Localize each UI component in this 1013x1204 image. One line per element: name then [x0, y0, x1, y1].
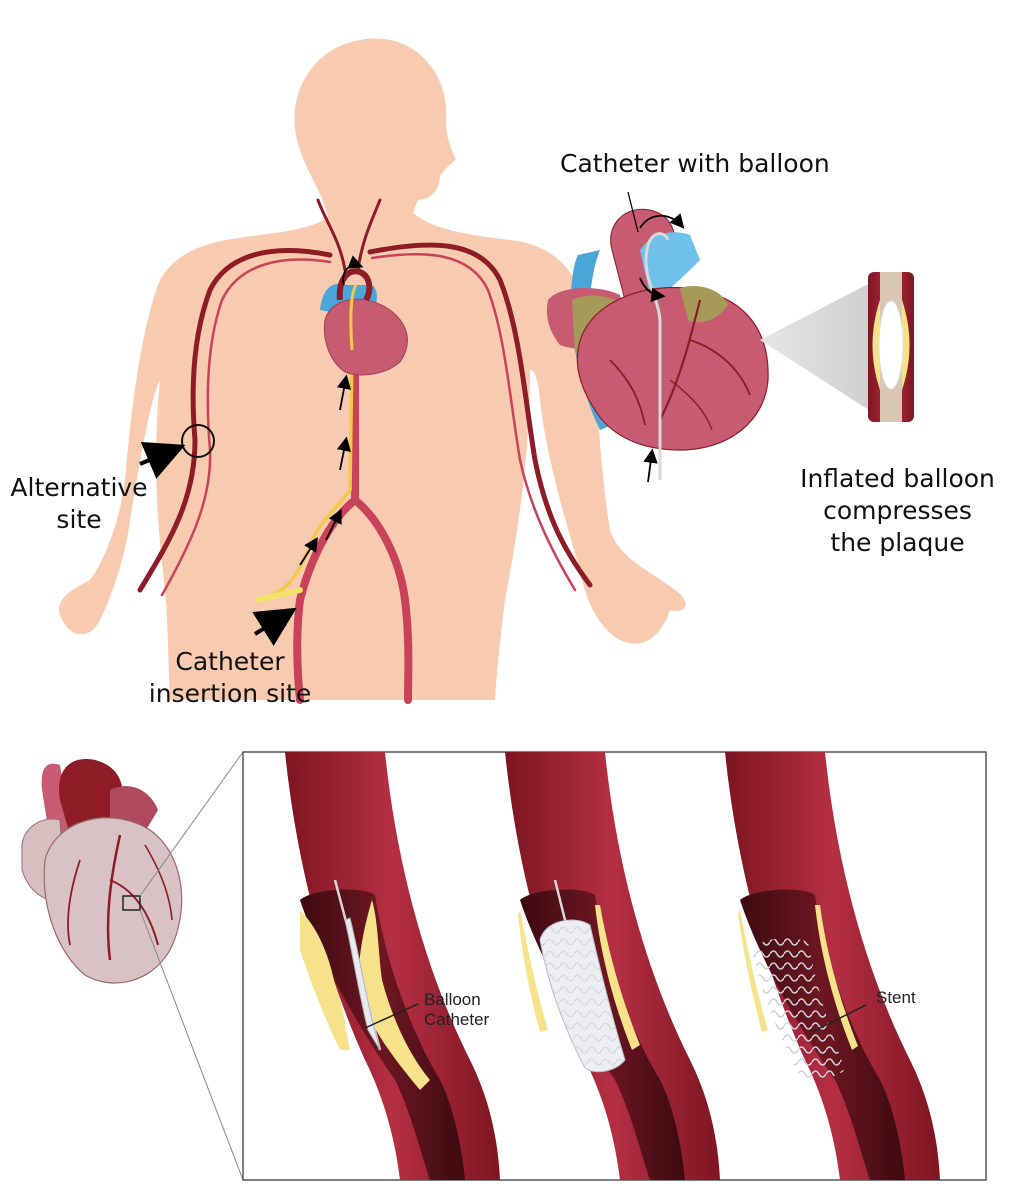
- large-heart-pulmonary: [640, 232, 700, 295]
- flow-arrow: [336, 436, 351, 471]
- bottom-heart-coronary-3: [67, 859, 81, 946]
- catheter-entry: [255, 587, 303, 603]
- label-catheter-with-balloon: Catheter with balloon: [560, 149, 830, 178]
- large-heart-coronary-1: [659, 299, 702, 421]
- label-alternative-site-line1: Alternative: [10, 473, 148, 502]
- flow-arrows: [299, 255, 364, 566]
- label-alternative-site: Alternative site: [4, 472, 154, 536]
- torso: [59, 210, 686, 700]
- label-stent: Stent: [876, 988, 916, 1007]
- balloon-vessel: [868, 272, 914, 422]
- label-insertion-site-line1: Catheter: [175, 647, 285, 676]
- label-inflated-line3: the plaque: [830, 528, 965, 557]
- zoom-cone: [760, 282, 872, 412]
- large-heart-coronary-4: [669, 379, 713, 431]
- head: [294, 38, 456, 230]
- label-inflated-line1: Inflated balloon: [800, 464, 995, 493]
- large-heart-up-arrow: [643, 448, 658, 483]
- right-arm-artery: [367, 242, 593, 588]
- label-balloon-catheter-line1: Balloon: [424, 990, 481, 1009]
- bottom-heart-shape: [43, 817, 183, 984]
- balloon-catheter-pointer: [364, 1003, 419, 1029]
- body-catheter-loop: [349, 284, 358, 351]
- vessel-stage-balloon-catheter: [285, 752, 500, 1180]
- catheter-label-pointer: [627, 191, 639, 233]
- balloon-plaque-right: [902, 300, 910, 390]
- inflated-balloon: [878, 300, 904, 390]
- label-balloon-catheter: Balloon Catheter: [424, 990, 489, 1030]
- label-catheter-insertion-site: Catheter insertion site: [130, 646, 330, 710]
- large-heart-rotation-arrow: [639, 213, 685, 229]
- balloon-plaque-left: [872, 300, 880, 390]
- bottom-heart-coronary-4: [144, 844, 173, 921]
- vessel-plaque: [518, 910, 548, 1032]
- large-heart-coronary-2: [689, 339, 751, 396]
- body-heart: [320, 268, 408, 376]
- deflated-balloon: [344, 917, 381, 1051]
- arch-arrow: [342, 255, 364, 286]
- vessel-plaque: [300, 910, 350, 1050]
- body-silhouette: [59, 38, 686, 700]
- vessel-wall: [285, 752, 500, 1180]
- large-heart-coronary-3: [609, 359, 646, 426]
- label-balloon-catheter-line2: Catheter: [424, 1010, 490, 1029]
- large-heart-inner-arrow: [639, 277, 666, 303]
- vessel-wall: [725, 752, 940, 1180]
- insertion-site-arrow: [252, 607, 297, 646]
- neck-artery-left: [316, 198, 347, 272]
- bottom-heart-aorta: [59, 759, 123, 835]
- flow-arrow: [325, 508, 342, 541]
- stent-pointer: [811, 1004, 867, 1033]
- body-heart-shape: [323, 298, 408, 376]
- large-heart-fat-right: [680, 285, 728, 323]
- flow-arrow: [299, 536, 318, 566]
- large-heart-catheter: [644, 232, 670, 480]
- left-arm-vein: [160, 258, 332, 597]
- vessel-plaque: [595, 905, 640, 1050]
- vessel-stage-stent: [725, 752, 940, 1180]
- expanded-stent: [752, 938, 845, 1080]
- zoom-line-bottom: [139, 909, 244, 1181]
- body-aortic-arch: [336, 268, 373, 302]
- label-alternative-site-line2: site: [56, 505, 102, 534]
- flow-arrow: [336, 374, 352, 411]
- zoom-line-top: [139, 751, 244, 897]
- bottom-heart: [21, 759, 183, 984]
- inflated-balloon-mesh: [540, 920, 625, 1072]
- right-arm-vein: [370, 253, 577, 592]
- label-inflated-balloon: Inflated balloon compresses the plaque: [790, 463, 1005, 559]
- large-heart: [546, 191, 769, 483]
- alternative-site-circle: [181, 424, 215, 458]
- vessel-plaque: [738, 910, 768, 1032]
- vessel-stage-inflated: [505, 752, 720, 1180]
- vessel-plaque: [358, 900, 430, 1090]
- alternative-site-arrow: [139, 441, 186, 479]
- label-insertion-site-line2: insertion site: [148, 679, 312, 708]
- bottom-heart-coronary-1: [106, 834, 122, 961]
- zoom-region-box: [122, 895, 141, 911]
- vessel-plaque: [815, 905, 858, 1050]
- left-arm-artery: [137, 248, 333, 593]
- label-inflated-line2: compresses: [823, 496, 972, 525]
- right-leg-artery: [351, 496, 413, 704]
